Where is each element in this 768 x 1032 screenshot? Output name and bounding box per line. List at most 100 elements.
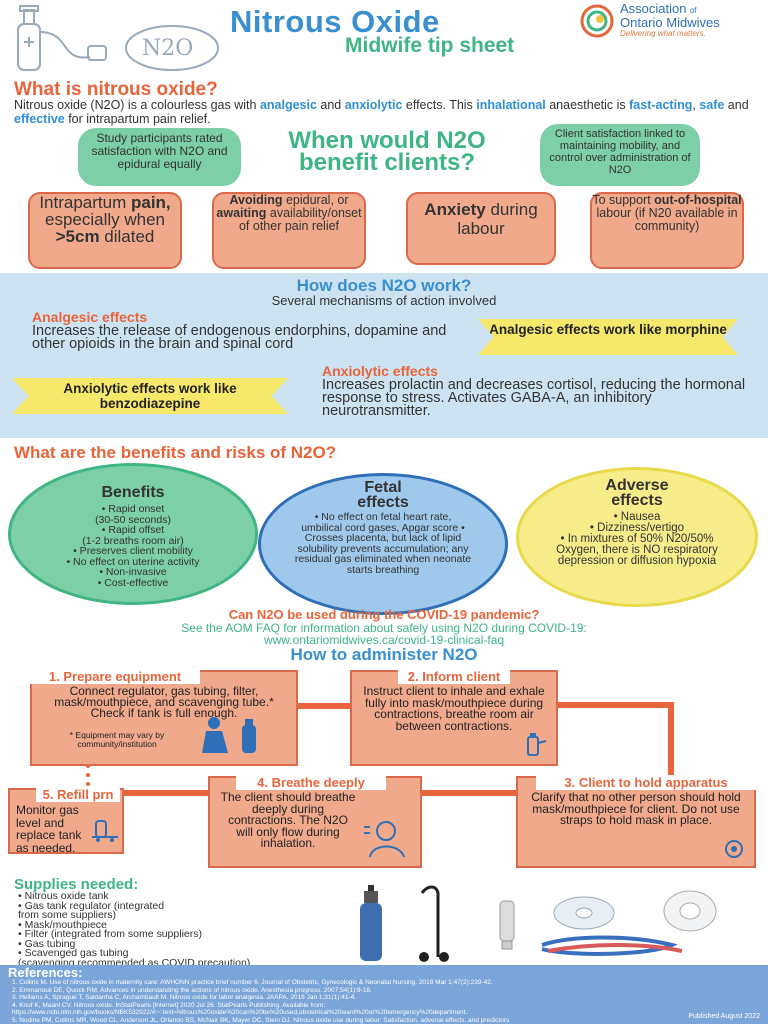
adverse-list: • Nausea• Dizziness/vertigo• In mixtures…: [547, 511, 727, 567]
step3-text: Clarify that no other person should hold…: [531, 790, 741, 827]
benefit-item: • Non-invasive: [99, 566, 167, 578]
step4-title: 4. Breathe deeply: [236, 775, 386, 790]
filter-image: [663, 890, 717, 932]
benefit-item: • No effect on uterine activity: [66, 555, 200, 568]
benefit-item: • Cost-effective: [97, 576, 169, 589]
administer-heading: How to administer N2O: [290, 645, 478, 664]
supply-item: • Scavenged gas tubing: [18, 947, 129, 959]
fetal-title: Fetal effects: [357, 479, 409, 511]
box1-a: Intrapartum: [39, 193, 131, 212]
benefit-item: (30-50 seconds): [95, 513, 171, 526]
supplies-images: [352, 885, 762, 963]
supply-item: • Gas tubing: [18, 937, 76, 950]
connector-3-4: [420, 790, 520, 796]
body-text: anaesthetic is: [545, 98, 630, 112]
header-illustration: [10, 2, 230, 74]
covid-link[interactable]: www.ontariomidwives.ca/covid-19-clinical…: [263, 633, 505, 647]
step1-note: * Equipment may vary by community/instit…: [69, 730, 165, 749]
benefits-risks-heading: What are the benefits and risks of N2O?: [14, 443, 337, 462]
n2o-cloud-label: N2O: [142, 36, 194, 61]
mask-image: [553, 896, 615, 930]
logo-text: Association of Ontario Midwives: [620, 1, 720, 30]
adverse-item: • In mixtures of 50% N20/50% Oxygen, the…: [556, 533, 718, 567]
logo-line1: Association: [620, 1, 687, 16]
reference-item: https://www.ncbi.nlm.nih.gov/books/NBK53…: [12, 1009, 468, 1016]
reference-item: 3. Hellams A, Sprague T, Saldanha C, Arc…: [12, 994, 357, 1001]
cylinder-cart-image: [419, 885, 449, 962]
body-text: effects. This: [402, 98, 477, 112]
step3-box: 3. Client to hold apparatus Clarify that…: [516, 775, 756, 868]
box2-c: awaiting: [216, 206, 267, 220]
connector-dots: [86, 764, 94, 786]
adverse-item: • Dizziness/vertigo: [589, 522, 685, 534]
box4-c: labour (if N20 available in community): [596, 206, 738, 233]
gas-tubing-image: [541, 935, 683, 956]
benefits-circle: Benefits • Rapid onset(30-50 seconds)• R…: [8, 463, 258, 605]
step5-box: 5. Refill prn Monitor gas level and repl…: [8, 787, 124, 855]
inhaler-icon: [524, 731, 548, 762]
connector-1-2: [296, 703, 350, 709]
benefit-item: • Rapid offset: [101, 524, 165, 536]
logo-line2: Ontario Midwives: [620, 15, 720, 30]
oxygen-tank-image: [360, 885, 382, 961]
box1-d: >5cm: [55, 227, 100, 246]
box1-e: dilated: [99, 227, 155, 246]
highlight-term: safe: [699, 98, 725, 112]
what-is-heading: What is nitrous oxide?: [14, 79, 218, 100]
reference-item: 2. Emmanouil DE, Quock RM. Advances in u…: [12, 986, 372, 994]
mouthpiece-image: [499, 900, 515, 950]
mask-icon: [724, 839, 744, 864]
adverse-circle: Adverse effects • Nausea• Dizziness/vert…: [516, 467, 758, 607]
reference-item: 5. Nodine PM, Collins MR, Wood CL, Ander…: [12, 1016, 510, 1024]
highlight-term: anxiolytic: [344, 98, 403, 112]
highlight-term: effective: [14, 112, 65, 126]
step1-text: Connect regulator, gas tubing, filter, m…: [54, 684, 274, 720]
box1-c: especially when: [44, 210, 165, 229]
step2-title: 2. Inform client: [398, 669, 510, 684]
step5-text: Monitor gas level and replace tank as ne…: [16, 803, 82, 855]
how-work-heading: How does N2O work?: [296, 276, 472, 295]
step4-box: 4. Breathe deeply The client should brea…: [208, 775, 422, 868]
right-speech-bubble: Client satisfaction linked to maintainin…: [540, 124, 700, 186]
benefit-box-anxiety: Anxiety during labour: [406, 192, 556, 265]
left-speech-bubble: Study participants rated satisfaction wi…: [78, 128, 241, 186]
covid-line1: See the AOM FAQ for information about sa…: [181, 621, 587, 635]
aom-logo-icon: [578, 2, 616, 40]
connector-2-3-vertical: [668, 702, 674, 780]
body-text: for intrapartum pain relief.: [64, 112, 211, 126]
step1-title: 1. Prepare equipment: [30, 669, 200, 684]
box2-b: epidural, or: [282, 193, 349, 207]
step4-text: The client should breathe deeply during …: [220, 790, 356, 850]
supplies-heading: Supplies needed:: [14, 876, 139, 893]
step2-box: 2. Inform client Instruct client to inha…: [350, 669, 558, 766]
body-text: ,: [692, 98, 700, 112]
supply-item: (scavenging recommended as COVID precaut…: [18, 956, 251, 969]
supply-item: • Mask/mouthpiece: [18, 918, 107, 931]
benefit-box-pain: Intrapartum pain, especially when >5cm d…: [28, 192, 182, 269]
gas-tank-icon: [17, 5, 219, 71]
fetal-text: • No effect on fetal heart rate, umbilic…: [294, 511, 472, 576]
reference-item: 1. Collins M. Use of nitrous oxide in ma…: [12, 979, 493, 986]
benefit-item: • Preserves client mobility: [73, 545, 193, 557]
reference-item: of conversion to neuraxial analgesia. Jo…: [12, 1024, 306, 1031]
step3-title: 3. Client to hold apparatus: [536, 775, 756, 790]
supply-item: • Filter (integrated from some suppliers…: [18, 928, 202, 940]
anxiolytic-text: Increases prolactin and decreases cortis…: [322, 377, 746, 419]
step5-title: 5. Refill prn: [36, 787, 120, 802]
references-panel: [0, 965, 768, 1024]
when-heading: When would N2O benefit clients?: [288, 127, 486, 176]
highlight-term: analgesic: [259, 98, 317, 112]
what-is-text: Nitrous oxide (N2O) is a colourless gas …: [14, 98, 759, 126]
benefit-item: • Rapid onset: [101, 503, 165, 515]
body-text: Nitrous oxide (N2O) is a colourless gas …: [14, 98, 260, 112]
page-subtitle: Midwife tip sheet: [345, 34, 515, 57]
box4-b: out-of-hospital: [654, 193, 742, 207]
supply-item: • Nitrous oxide tank: [18, 890, 109, 902]
breathing-person-icon: [362, 819, 412, 862]
references-heading: References:: [8, 965, 83, 980]
connector-2-3-horizontal: [552, 702, 672, 708]
page-title: Nitrous Oxide: [230, 4, 440, 39]
body-text: and: [316, 98, 345, 112]
box3-b: during labour: [457, 200, 538, 238]
step2-text: Instruct client to inhale and exhale ful…: [363, 684, 545, 733]
